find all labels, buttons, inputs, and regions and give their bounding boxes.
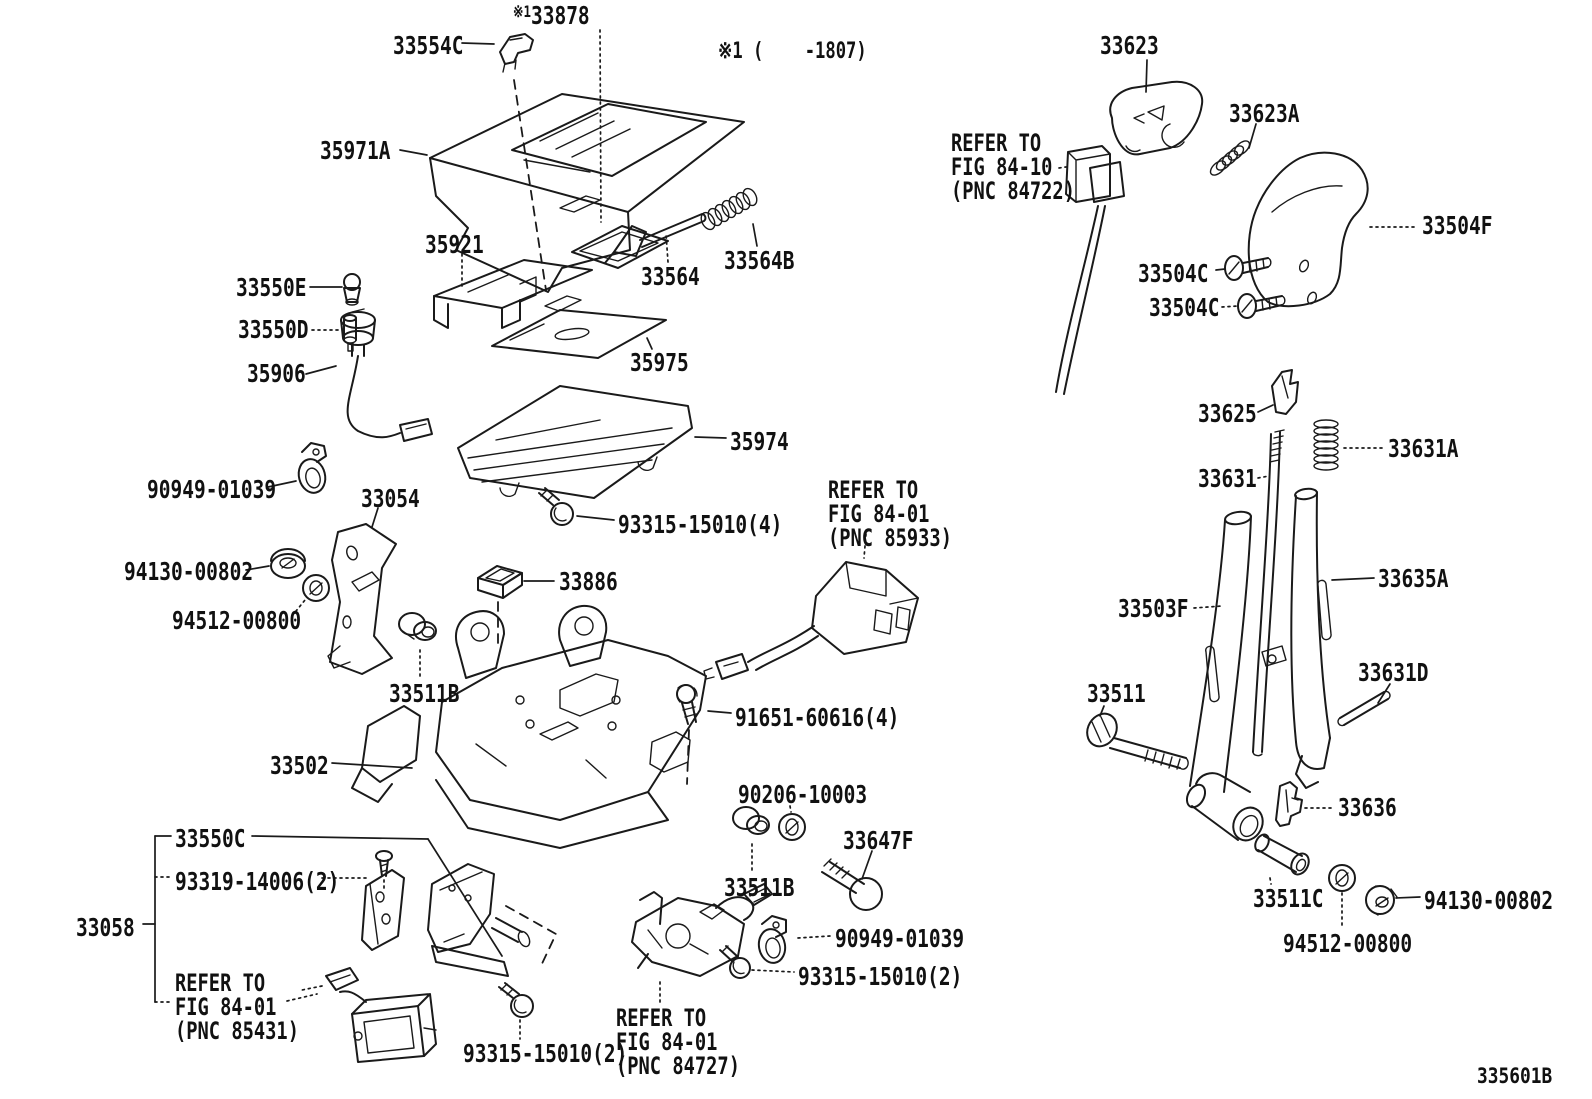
reference-pnc-84722: REFER TO FIG 84-10 (PNC 84722) [951, 129, 1075, 205]
part-33511B-a-bushing-drawing [398, 612, 437, 680]
part-94512-00800-b-washer-drawing [1328, 864, 1356, 930]
part-33878-plate-drawing [571, 29, 669, 269]
figure-code: 335601B [1477, 1064, 1553, 1088]
callout-33550E[interactable]: 33550E [236, 273, 307, 302]
callout-33058[interactable]: 33058 [76, 913, 135, 942]
part-90206-10003-washer-drawing [778, 805, 806, 841]
callout-33564B[interactable]: 33564B [724, 246, 795, 275]
part-33511-bolt-drawing [1086, 705, 1189, 770]
part-33504F-knob-drawing [1247, 151, 1417, 308]
part-33564-lever-drawing [604, 213, 707, 264]
callout-33554C[interactable]: 33554C [393, 31, 464, 60]
reference-pnc-85431: REFER TO FIG 84-01 (PNC 85431) [175, 969, 299, 1045]
part-shiftlock-cam-assembly-drawing [631, 883, 773, 1006]
part-33631-rod-drawing [1252, 429, 1285, 757]
part-33631D-pin-drawing [1337, 683, 1391, 727]
part-33511C-collar-drawing [1254, 833, 1310, 885]
part-35975-plate-drawing [491, 295, 667, 359]
part-93315-15010-2-b-screw-drawing [719, 945, 795, 979]
part-refer-85933-connector-drawing [703, 533, 919, 680]
callout-93319-14006-2[interactable]: 93319-14006(2) [175, 867, 340, 896]
callout-33503F[interactable]: 33503F [1118, 594, 1189, 623]
part-93315-15010-2-a-screw-drawing [498, 982, 534, 1040]
part-33550E-bulb-drawing [309, 273, 361, 306]
part-33503F-lever-drawing [1185, 510, 1287, 842]
callout-33886[interactable]: 33886 [559, 567, 618, 596]
callout-bracket-33058-lines [142, 835, 503, 1003]
part-93315-15010-4-screw-drawing [538, 487, 615, 526]
callout-33511B-a[interactable]: 33511B [389, 679, 460, 708]
callout-33878-number: 33878 [530, 1, 590, 30]
callout-33631D[interactable]: 33631D [1358, 658, 1429, 687]
callout-33878[interactable]: ※133878 [513, 3, 590, 28]
part-33636-clip-drawing [1275, 781, 1335, 827]
part-33625-detent-drawing [1257, 369, 1299, 415]
callout-90949-01039-a[interactable]: 90949-01039 [147, 475, 277, 504]
part-33502-frame-drawing [331, 604, 707, 849]
callout-35921[interactable]: 35921 [425, 230, 484, 259]
callout-33631[interactable]: 33631 [1198, 464, 1257, 493]
callout-94130-00802-b[interactable]: 94130-00802 [1424, 886, 1554, 915]
part-33058-bracket-group-drawing [361, 850, 558, 977]
reference-pnc-84727: REFER TO FIG 84-01 (PNC 84727) [616, 1004, 740, 1080]
part-refer-84722-connector-drawing [1055, 145, 1125, 395]
callout-35906[interactable]: 35906 [247, 359, 306, 388]
part-33504C-a-screw-drawing [1215, 255, 1272, 281]
part-33511B-b-bushing-drawing [732, 806, 770, 874]
callout-33625[interactable]: 33625 [1198, 399, 1257, 428]
applicability-note: ※1 ( -1807) [718, 39, 867, 64]
part-33564B-spring-drawing [700, 187, 758, 247]
callout-93315-15010-4[interactable]: 93315-15010(4) [618, 510, 783, 539]
callout-90949-01039-b[interactable]: 90949-01039 [835, 924, 965, 953]
part-94130-00802-b-nut-drawing [1365, 885, 1421, 916]
callout-33550D[interactable]: 33550D [238, 315, 309, 344]
part-33054-bracket-drawing [327, 507, 397, 675]
callout-94512-00800-a[interactable]: 94512-00800 [172, 606, 302, 635]
footnote-mark-1: ※1 [513, 2, 531, 21]
callout-33623A[interactable]: 33623A [1229, 99, 1300, 128]
part-33647F-pin-drawing [821, 850, 883, 911]
callout-33550C[interactable]: 33550C [175, 824, 246, 853]
callout-33631A[interactable]: 33631A [1388, 434, 1459, 463]
callout-33623[interactable]: 33623 [1100, 31, 1159, 60]
callout-91651-60616-4[interactable]: 91651-60616(4) [735, 703, 900, 732]
part-35906-socket-drawing [305, 308, 433, 442]
callout-90206-10003[interactable]: 90206-10003 [738, 780, 868, 809]
callout-33511C[interactable]: 33511C [1253, 884, 1324, 913]
callout-33511B-b[interactable]: 33511B [724, 873, 795, 902]
callout-35975[interactable]: 35975 [630, 348, 689, 377]
part-94130-00802-a-nut-drawing [245, 548, 306, 579]
part-35974-cover-drawing [457, 385, 727, 499]
part-90949-01039-b-clamp-drawing [757, 915, 831, 964]
reference-pnc-85933: REFER TO FIG 84-01 (PNC 85933) [828, 476, 952, 552]
callout-93315-15010-2-a[interactable]: 93315-15010(2) [463, 1039, 628, 1068]
callout-35974[interactable]: 35974 [730, 427, 789, 456]
callout-33647F[interactable]: 33647F [843, 826, 914, 855]
part-33631A-spring-drawing [1313, 419, 1385, 471]
callout-35971A[interactable]: 35971A [320, 136, 391, 165]
part-33886-box-drawing [477, 565, 555, 651]
callout-33504C-b[interactable]: 33504C [1149, 293, 1220, 322]
part-refer-85431-solenoid-drawing [286, 967, 437, 1063]
callout-94512-00800-b[interactable]: 94512-00800 [1283, 929, 1413, 958]
part-94512-00800-a-washer-drawing [291, 574, 330, 617]
callout-33504C-a[interactable]: 33504C [1138, 259, 1209, 288]
callout-33054[interactable]: 33054 [361, 484, 420, 513]
callout-33511[interactable]: 33511 [1087, 679, 1146, 708]
part-91651-60616-4-bolt-drawing [676, 684, 732, 785]
callout-33504F[interactable]: 33504F [1422, 211, 1493, 240]
callout-33636[interactable]: 33636 [1338, 793, 1397, 822]
part-90949-01039-clamp-drawing [267, 442, 327, 494]
callout-33502[interactable]: 33502 [270, 751, 329, 780]
callout-33635A[interactable]: 33635A [1378, 564, 1449, 593]
part-33623A-spring-drawing [1209, 123, 1257, 176]
callout-93315-15010-2-b[interactable]: 93315-15010(2) [798, 962, 963, 991]
part-35921-bracket-drawing [433, 253, 593, 329]
part-33635A-tube-drawing [1290, 487, 1375, 789]
part-33504C-b-screw-drawing [1221, 293, 1286, 319]
part-33623-switch-drawing [1109, 59, 1204, 156]
callout-94130-00802-a[interactable]: 94130-00802 [124, 557, 254, 586]
callout-33564[interactable]: 33564 [641, 262, 700, 291]
